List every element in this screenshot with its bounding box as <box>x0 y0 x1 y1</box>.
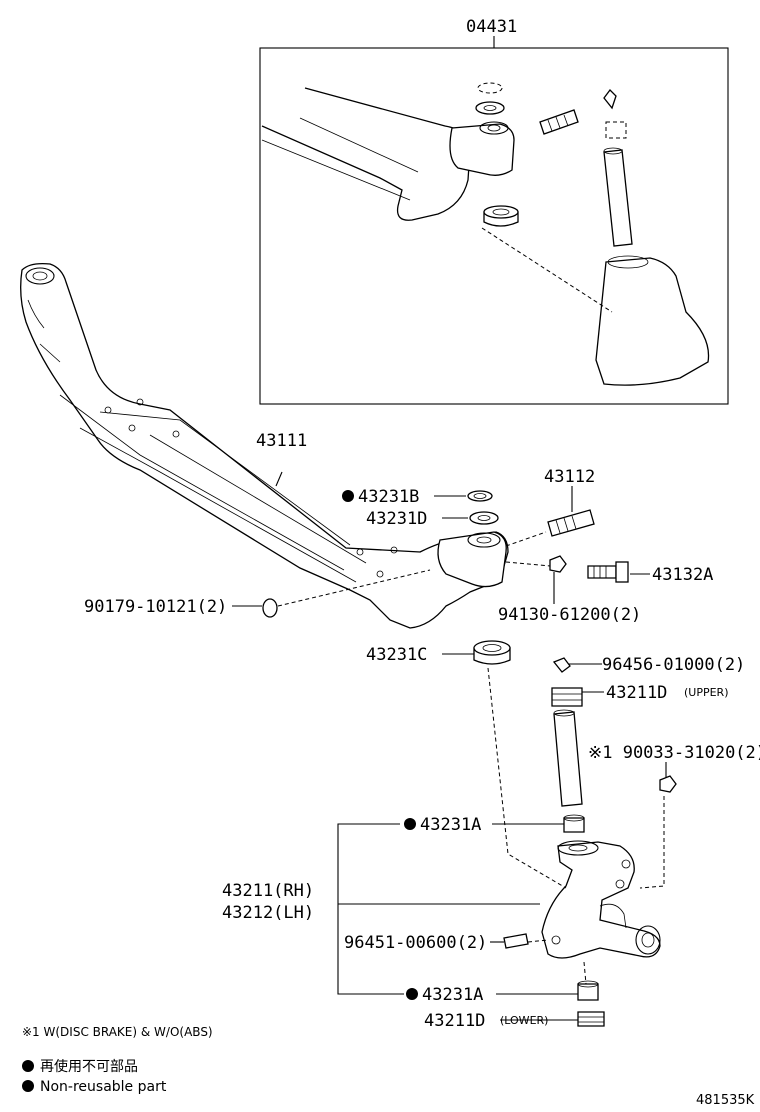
inset-beam <box>261 87 471 221</box>
label-knuckle-lh: 43212(LH) <box>222 903 314 923</box>
cap-upper-43211d <box>551 687 583 707</box>
label-bearing-c: 43231C <box>366 645 427 665</box>
steering-knuckle <box>541 841 661 959</box>
label-shim-d: 43231D <box>366 509 427 529</box>
inset-pin-cap <box>605 121 627 139</box>
inset-washer <box>475 101 505 115</box>
legend-jp: 再使用不可部品 <box>40 1058 138 1075</box>
legend-en: Non-reusable part <box>40 1079 167 1095</box>
legend-dot-en <box>22 1080 34 1092</box>
king-pin-vertical <box>553 711 583 807</box>
dot-43231a-lower <box>406 988 418 1000</box>
inset-washer-dashed <box>477 82 503 94</box>
pin-43112 <box>547 509 595 537</box>
label-cap-upper: 43211D <box>606 683 667 703</box>
nut-94130 <box>549 555 567 573</box>
label-beam: 43111 <box>256 431 307 451</box>
bracket-43231a <box>337 823 404 995</box>
guide-fitting <box>527 939 549 943</box>
inset-king-pin <box>603 149 633 247</box>
inset-boss <box>449 123 515 176</box>
label-ref-nut: ※1 90033-31020(2) <box>588 743 760 763</box>
axle-beam <box>20 262 509 629</box>
inset-guide <box>481 227 613 313</box>
label-cap-upper-note: (UPPER) <box>684 686 729 699</box>
washer-43231b <box>467 490 493 502</box>
footnote: ※1 W(DISC BRAKE) & W/O(ABS) <box>22 1025 213 1039</box>
nut-90033 <box>659 775 677 793</box>
label-inset: 04431 <box>466 17 517 37</box>
guide-bolt <box>505 561 551 567</box>
label-cap-lower-note: (LOWER) <box>500 1014 548 1027</box>
label-bushing-a-lower: 43231A <box>422 985 483 1005</box>
beam-boss <box>437 531 507 588</box>
fitting-96451 <box>503 933 529 949</box>
bushing-43231a-upper <box>563 817 585 833</box>
label-king-pin: 43112 <box>544 467 595 487</box>
label-cap-lower: 43211D <box>424 1011 485 1031</box>
label-knuckle-rh: 43211(RH) <box>222 881 314 901</box>
guide-lower <box>583 961 587 985</box>
guide-pin <box>505 531 547 547</box>
bolt-43132a <box>587 565 617 579</box>
inset-bolt <box>539 109 579 135</box>
label-washer-b: 43231B <box>358 487 419 507</box>
figure-id: 481535K <box>696 1093 755 1108</box>
fitting-96456 <box>552 657 571 673</box>
legend-dot-jp <box>22 1060 34 1072</box>
dot-43231b <box>342 490 354 502</box>
label-fitting-lower: 96451-00600(2) <box>344 933 487 953</box>
plug-90179 <box>262 598 278 618</box>
guide-ref <box>639 796 665 889</box>
label-nut: 94130-61200(2) <box>498 605 641 625</box>
label-bolt: 43132A <box>652 565 713 585</box>
label-fitting: 96456-01000(2) <box>602 655 745 675</box>
label-bushing-a-upper: 43231A <box>420 815 481 835</box>
inset-fitting <box>603 89 617 110</box>
bushing-43231a-lower <box>577 983 599 1001</box>
inset-knuckle <box>595 257 710 386</box>
guide-knuckle-down <box>487 667 567 889</box>
cap-lower-43211d <box>577 1011 605 1027</box>
dot-43231a-upper <box>404 818 416 830</box>
label-plug: 90179-10121(2) <box>84 597 227 617</box>
shim-43231d <box>469 511 499 525</box>
guide-plug <box>277 569 431 607</box>
